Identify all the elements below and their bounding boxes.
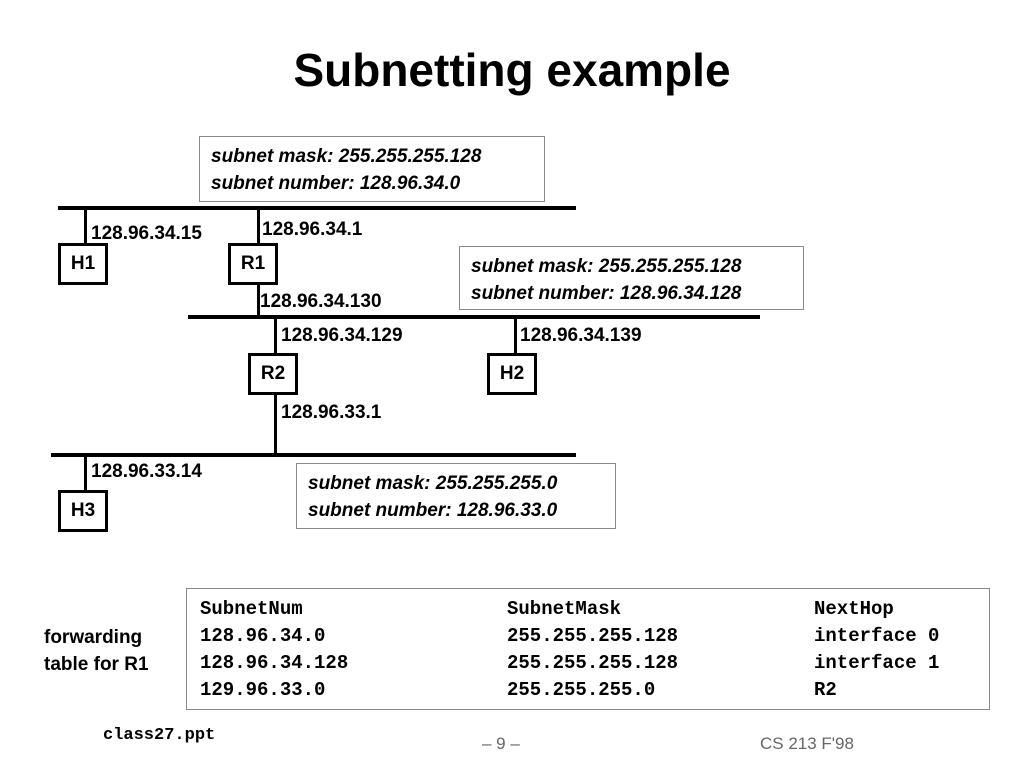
cell-nexthop: interface 1 [814, 652, 940, 674]
link-r1-bottom [257, 285, 260, 316]
cell-subnetnum: 128.96.34.0 [200, 625, 326, 647]
forwarding-table: SubnetNum SubnetMask NextHop 128.96.34.0… [186, 588, 990, 710]
link-r2-bottom [274, 395, 277, 455]
cell-subnetnum: 129.96.33.0 [200, 679, 326, 701]
cell-nexthop: R2 [814, 679, 837, 701]
footer-course: CS 213 F'98 [760, 734, 854, 753]
table-row: 128.96.34.128 255.255.255.128 interface … [200, 650, 989, 677]
subnet-3-number: subnet number: 128.96.33.0 [308, 500, 558, 521]
subnet-2-number: subnet number: 128.96.34.128 [471, 283, 742, 304]
network-line-subnet-1 [58, 206, 576, 210]
cell-subnetmask: 255.255.255.128 [507, 652, 679, 674]
network-line-subnet-3 [51, 453, 576, 457]
subnet-1-mask: subnet mask: 255.255.255.128 [211, 146, 482, 167]
subnet-1-number: subnet number: 128.96.34.0 [211, 173, 461, 194]
link-r2-top [274, 317, 277, 353]
slide-title: Subnetting example [293, 44, 731, 96]
header-nexthop: NextHop [814, 598, 894, 620]
addr-r1-top: 128.96.34.1 [262, 219, 363, 240]
table-row: 128.96.34.0 255.255.255.128 interface 0 [200, 623, 989, 650]
link-h1 [84, 208, 87, 243]
caption-line-1: forwarding [44, 627, 143, 648]
addr-r2-top: 128.96.34.129 [281, 325, 403, 346]
link-h3 [84, 455, 87, 490]
footer-filename: class27.ppt [103, 726, 216, 745]
addr-r2-bottom: 128.96.33.1 [281, 402, 382, 423]
link-h2 [514, 317, 517, 353]
table-row: 129.96.33.0 255.255.255.0 R2 [200, 677, 989, 704]
addr-h2: 128.96.34.139 [520, 325, 642, 346]
cell-subnetmask: 255.255.255.128 [507, 625, 679, 647]
table-header-row: SubnetNum SubnetMask NextHop [200, 596, 989, 623]
subnet-3-mask: subnet mask: 255.255.255.0 [308, 473, 558, 494]
host-h1: H1 [58, 243, 108, 285]
network-line-subnet-2 [188, 315, 760, 319]
addr-r1-bottom: 128.96.34.130 [260, 291, 382, 312]
addr-h3: 128.96.33.14 [91, 461, 202, 482]
cell-nexthop: interface 0 [814, 625, 940, 647]
router-r1: R1 [228, 243, 278, 285]
forwarding-table-caption: forwarding table for R1 [44, 624, 149, 678]
cell-subnetmask: 255.255.255.0 [507, 679, 656, 701]
link-r1-top [257, 208, 260, 243]
subnet-box-1: subnet mask: 255.255.255.128 subnet numb… [199, 136, 545, 202]
header-subnetmask: SubnetMask [507, 598, 622, 620]
cell-subnetnum: 128.96.34.128 [200, 652, 349, 674]
subnet-2-mask: subnet mask: 255.255.255.128 [471, 256, 742, 277]
addr-h1: 128.96.34.15 [91, 223, 202, 244]
subnet-box-3: subnet mask: 255.255.255.0 subnet number… [296, 463, 616, 529]
header-subnetnum: SubnetNum [200, 598, 303, 620]
host-h3: H3 [58, 490, 108, 532]
host-h2: H2 [487, 353, 537, 395]
caption-line-2: table for R1 [44, 654, 149, 675]
footer-page-number: – 9 – [482, 734, 520, 753]
router-r2: R2 [248, 353, 298, 395]
subnet-box-2: subnet mask: 255.255.255.128 subnet numb… [459, 246, 804, 310]
